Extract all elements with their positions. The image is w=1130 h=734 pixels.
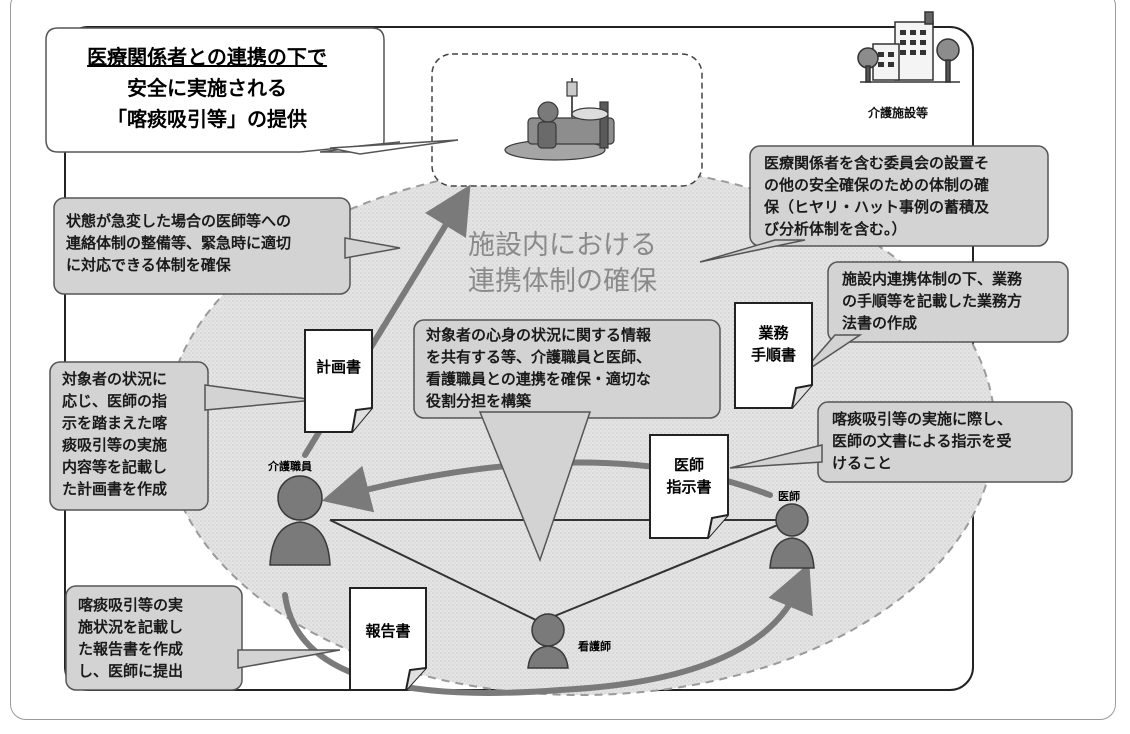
manual-document-label: 業務 手順書 bbox=[735, 322, 812, 366]
manual-line: 法書の作成 bbox=[842, 314, 918, 332]
care-worker-label: 介護職員 bbox=[268, 460, 312, 473]
committee-line: 医療関係者を含む委員会の設置そ bbox=[764, 154, 990, 172]
committee-bubble-text: 医療関係者を含む委員会の設置そ の他の安全確保のための体制の確 保（ヒヤリ・ハッ… bbox=[764, 152, 989, 240]
info-sharing-bubble-text: 対象者の心身の状況に関する情報 を共有する等、介護職員と医師、 看護職員との連携… bbox=[426, 324, 651, 412]
instruction-line: けること bbox=[832, 454, 893, 472]
report-bubble-shape bbox=[65, 585, 341, 691]
info-sharing-bubble-shape bbox=[413, 319, 721, 563]
plan-document-label: 計画書 bbox=[315, 358, 361, 376]
plan-bubble-text: 対象者の状況に 応じ、医師の指 示を踏まえた喀 痰吸引等の実施 内容等を記載し … bbox=[62, 368, 167, 500]
report-document-shape bbox=[349, 587, 427, 691]
report-document-label: 報告書 bbox=[365, 622, 411, 640]
instruction-line: 喀痰吸引等の実施に際し、 bbox=[832, 410, 1013, 428]
plan-line: 応じ、医師の指 bbox=[62, 392, 168, 410]
instruction-doc-line-2: 指示書 bbox=[666, 478, 712, 496]
instruction-doc-line-1: 医師 bbox=[673, 456, 704, 474]
emergency-line: 連絡体制の整備等、緊急時に適切 bbox=[66, 234, 292, 252]
title-line-3: 「喀痰吸引等」の提供 bbox=[107, 107, 307, 131]
patient-bed-illustration bbox=[504, 78, 615, 161]
emergency-line: 状態が急変した場合の医師等への bbox=[66, 212, 292, 230]
plan-line: 示を踏まえた喀 bbox=[62, 414, 168, 432]
instruction-document-label: 医師 指示書 bbox=[650, 454, 728, 498]
committee-line: び分析体制を含む。） bbox=[764, 220, 907, 238]
nurse-label: 看護師 bbox=[578, 640, 611, 653]
emergency-line: に対応できる体制を確保 bbox=[66, 256, 231, 274]
manual-doc-line-1: 業務 bbox=[758, 324, 789, 342]
facility-label: 介護施設等 bbox=[868, 106, 929, 120]
report-bubble-text: 喀痰吸引等の実 施状況を記載し た報告書を作成 し、医師に提出 bbox=[78, 594, 183, 682]
info-sharing-line: を共有する等、介護職員と医師、 bbox=[426, 348, 652, 366]
committee-line: の他の安全確保のための体制の確 bbox=[764, 176, 990, 194]
manual-line: の手順等を記載した業務方 bbox=[842, 292, 1023, 310]
instruction-bubble-shape bbox=[729, 401, 1073, 483]
report-line: 喀痰吸引等の実 bbox=[78, 596, 184, 614]
plan-line: 対象者の状況に bbox=[62, 370, 168, 388]
plan-line: た計画書を作成 bbox=[62, 480, 168, 498]
emergency-bubble-text: 状態が急変した場合の医師等への 連絡体制の整備等、緊急時に適切 に対応できる体制… bbox=[66, 210, 291, 276]
committee-line: 保（ヒヤリ・ハット事例の蓄積及 bbox=[764, 198, 990, 216]
info-sharing-line: 役割分担を構築 bbox=[426, 392, 532, 410]
title-line-1: 医療関係者との連携の下で bbox=[87, 45, 327, 69]
nurse-figure bbox=[527, 613, 569, 669]
manual-bubble-shape bbox=[799, 261, 1069, 376]
doctor-label: 医師 bbox=[778, 490, 800, 503]
center-title: 施設内における 連携体制の確保 bbox=[468, 228, 688, 300]
plan-line: 痰吸引等の実施 bbox=[62, 436, 168, 454]
report-line: し、医師に提出 bbox=[78, 662, 184, 680]
building-icon bbox=[857, 11, 960, 83]
plan-document-shape bbox=[304, 329, 373, 433]
outer-frame bbox=[10, 0, 1116, 720]
manual-line: 施設内連携体制の下、業務 bbox=[842, 270, 1023, 288]
instruction-document-shape bbox=[649, 434, 729, 539]
instruction-bubble-text: 喀痰吸引等の実施に際し、 医師の文書による指示を受 けること bbox=[832, 408, 1012, 474]
manual-bubble-text: 施設内連携体制の下、業務 の手順等を記載した業務方 法書の作成 bbox=[842, 268, 1022, 334]
emergency-bubble-shape bbox=[53, 197, 401, 295]
info-sharing-line: 看護職員との連携を確保・適切な bbox=[426, 370, 651, 388]
info-sharing-line: 対象者の心身の状況に関する情報 bbox=[426, 326, 652, 344]
plan-line: 内容等を記載し bbox=[62, 458, 168, 476]
center-title-line-1: 施設内における bbox=[468, 230, 657, 261]
committee-bubble-shape bbox=[699, 145, 1049, 263]
report-line: 施状況を記載し bbox=[78, 618, 184, 636]
report-line: た報告書を作成 bbox=[78, 640, 184, 658]
manual-doc-line-2: 手順書 bbox=[750, 346, 796, 364]
instruction-line: 医師の文書による指示を受 bbox=[832, 432, 1012, 450]
main-title: 医療関係者との連携の下で 安全に実施される 「喀痰吸引等」の提供 bbox=[48, 42, 366, 154]
care-worker-figure bbox=[269, 475, 331, 566]
title-line-2: 安全に実施される bbox=[127, 76, 287, 100]
center-title-line-2: 連携体制の確保 bbox=[468, 266, 657, 297]
doctor-figure bbox=[769, 503, 815, 569]
plan-bubble-shape bbox=[49, 361, 316, 511]
manual-document-shape bbox=[734, 302, 813, 409]
